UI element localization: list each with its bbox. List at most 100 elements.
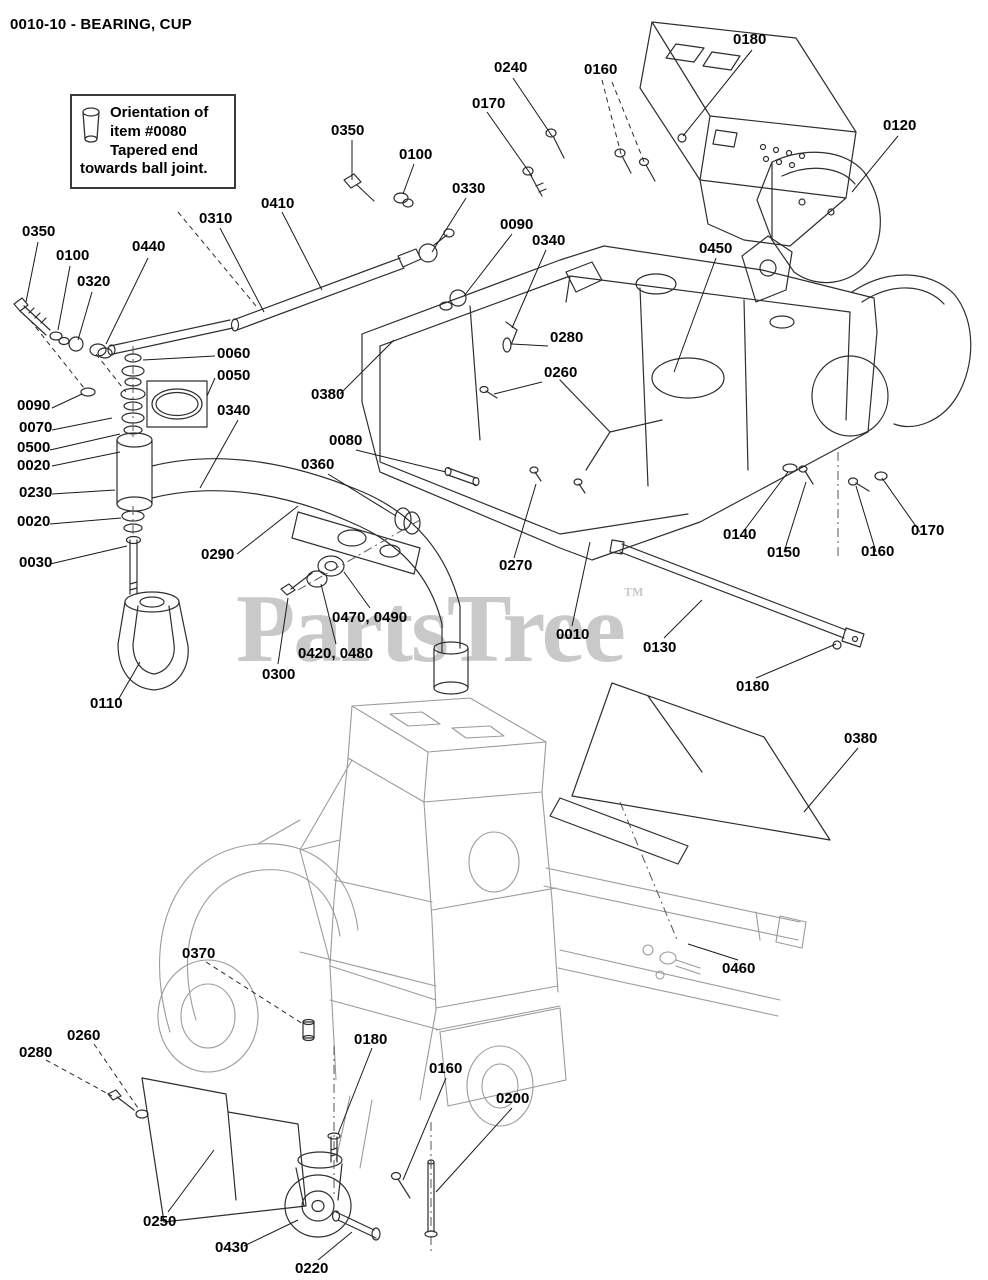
part-label-0280: 0280 bbox=[19, 1044, 53, 1061]
part-label-0440: 0440 bbox=[132, 238, 166, 255]
part-label-0280: 0280 bbox=[550, 329, 584, 346]
part-label-0310: 0310 bbox=[199, 210, 233, 227]
part-label-0300: 0300 bbox=[262, 666, 296, 683]
part-label-0260: 0260 bbox=[67, 1027, 101, 1044]
centerlines-dashed bbox=[132, 346, 839, 1254]
console-side-panel bbox=[756, 151, 881, 284]
stabilizer-rod bbox=[609, 539, 865, 650]
bottom-hardware-art bbox=[107, 1018, 438, 1241]
part-label-0260: 0260 bbox=[544, 364, 578, 381]
part-label-0460: 0460 bbox=[722, 960, 756, 977]
left-tie-rod-hardware bbox=[13, 297, 234, 359]
spindle-bolt bbox=[129, 539, 138, 595]
caster-fork-top bbox=[124, 591, 180, 613]
spacer-0370 bbox=[302, 1018, 315, 1042]
part-label-0070: 0070 bbox=[19, 419, 53, 436]
part-label-0160: 0160 bbox=[429, 1060, 463, 1077]
right-fasteners bbox=[782, 463, 888, 492]
upper-assembly-art bbox=[13, 21, 972, 865]
tapered-spacer-icon bbox=[82, 107, 100, 143]
part-label-0130: 0130 bbox=[643, 639, 677, 656]
orientation-note: Orientation of item #0080 Tapered end to… bbox=[70, 94, 236, 189]
lower-left-tire bbox=[157, 959, 259, 1073]
part-label-0150: 0150 bbox=[767, 544, 801, 561]
axle-mount-plate bbox=[291, 511, 421, 575]
bolt-0180-bottom bbox=[327, 1132, 341, 1163]
mud-guard-panel bbox=[141, 1077, 307, 1223]
part-label-0420-0480: 0420, 0480 bbox=[298, 645, 374, 662]
part-label-0450: 0450 bbox=[699, 240, 733, 257]
part-label-0410: 0410 bbox=[261, 195, 295, 212]
part-label-0370: 0370 bbox=[182, 945, 216, 962]
part-label-0360: 0360 bbox=[301, 456, 335, 473]
part-label-0100: 0100 bbox=[56, 247, 90, 264]
part-label-0170: 0170 bbox=[472, 95, 506, 112]
orientation-note-text: Orientation of item #0080 Tapered end to… bbox=[80, 104, 209, 178]
spindle-housing bbox=[116, 439, 153, 505]
caster-fork bbox=[117, 601, 189, 691]
part-label-0030: 0030 bbox=[19, 554, 53, 571]
bolt-0280-bottom bbox=[107, 1089, 135, 1111]
pin-0080 bbox=[447, 467, 477, 486]
washer-stack bbox=[80, 353, 146, 533]
part-label-0330: 0330 bbox=[452, 180, 486, 197]
part-label-0380: 0380 bbox=[311, 386, 345, 403]
part-label-0320: 0320 bbox=[77, 273, 111, 290]
part-label-0100: 0100 bbox=[399, 146, 433, 163]
part-label-0160: 0160 bbox=[584, 61, 618, 78]
caster-wheel bbox=[284, 1151, 352, 1238]
part-label-0470-0490: 0470, 0490 bbox=[332, 609, 408, 626]
deflector-panel-upper bbox=[549, 682, 831, 865]
center-fasteners bbox=[479, 321, 586, 494]
lower-right-rails bbox=[299, 867, 807, 1169]
part-label-0050: 0050 bbox=[217, 367, 251, 384]
axle-weldment bbox=[151, 458, 461, 653]
part-label-0500: 0500 bbox=[17, 439, 51, 456]
part-label-0250: 0250 bbox=[143, 1213, 177, 1230]
rear-bracket bbox=[741, 235, 793, 303]
part-label-0060: 0060 bbox=[217, 345, 251, 362]
part-label-0140: 0140 bbox=[723, 526, 757, 543]
axle-bolt-0220 bbox=[331, 1210, 381, 1241]
part-label-0080: 0080 bbox=[329, 432, 363, 449]
lower-frame-art bbox=[157, 697, 807, 1169]
part-label-0380: 0380 bbox=[844, 730, 878, 747]
part-label-0170: 0170 bbox=[911, 522, 945, 539]
bolt-0160-bottom bbox=[390, 1171, 411, 1199]
part-label-0290: 0290 bbox=[201, 546, 235, 563]
part-label-0270: 0270 bbox=[499, 557, 533, 574]
part-label-0160: 0160 bbox=[861, 543, 895, 560]
watermark-text: PartsTree bbox=[236, 575, 626, 682]
part-label-0230: 0230 bbox=[19, 484, 53, 501]
leader-lines bbox=[25, 49, 921, 1261]
page-title: 0010-10 - BEARING, CUP bbox=[10, 16, 192, 33]
top-fasteners bbox=[343, 128, 687, 208]
seal-detail-box bbox=[146, 380, 208, 428]
washer-0260-bottom bbox=[135, 1109, 149, 1119]
part-label-0220: 0220 bbox=[295, 1260, 329, 1277]
part-label-0350: 0350 bbox=[331, 122, 365, 139]
lower-left-fender bbox=[158, 819, 359, 1033]
part-label-0430: 0430 bbox=[215, 1239, 249, 1256]
fork-tube bbox=[433, 647, 469, 689]
bolt-0300 bbox=[280, 572, 313, 596]
part-label-0120: 0120 bbox=[883, 117, 917, 134]
part-label-0110: 0110 bbox=[90, 695, 123, 712]
watermark: PartsTree™ bbox=[236, 580, 644, 677]
console-box bbox=[639, 21, 857, 247]
part-label-0200: 0200 bbox=[496, 1090, 530, 1107]
part-label-0020: 0020 bbox=[17, 513, 51, 530]
part-label-0180: 0180 bbox=[733, 31, 767, 48]
part-label-0090: 0090 bbox=[17, 397, 51, 414]
part-label-0180: 0180 bbox=[354, 1031, 388, 1048]
rear-fender bbox=[851, 274, 972, 428]
leader-lines-dashed bbox=[29, 79, 646, 1109]
part-label-0010: 0010 bbox=[556, 626, 590, 643]
part-label-0340: 0340 bbox=[532, 232, 566, 249]
watermark-tm: ™ bbox=[623, 584, 644, 606]
part-label-0180: 0180 bbox=[736, 678, 770, 695]
part-label-0090: 0090 bbox=[500, 216, 534, 233]
part-label-0240: 0240 bbox=[494, 59, 528, 76]
